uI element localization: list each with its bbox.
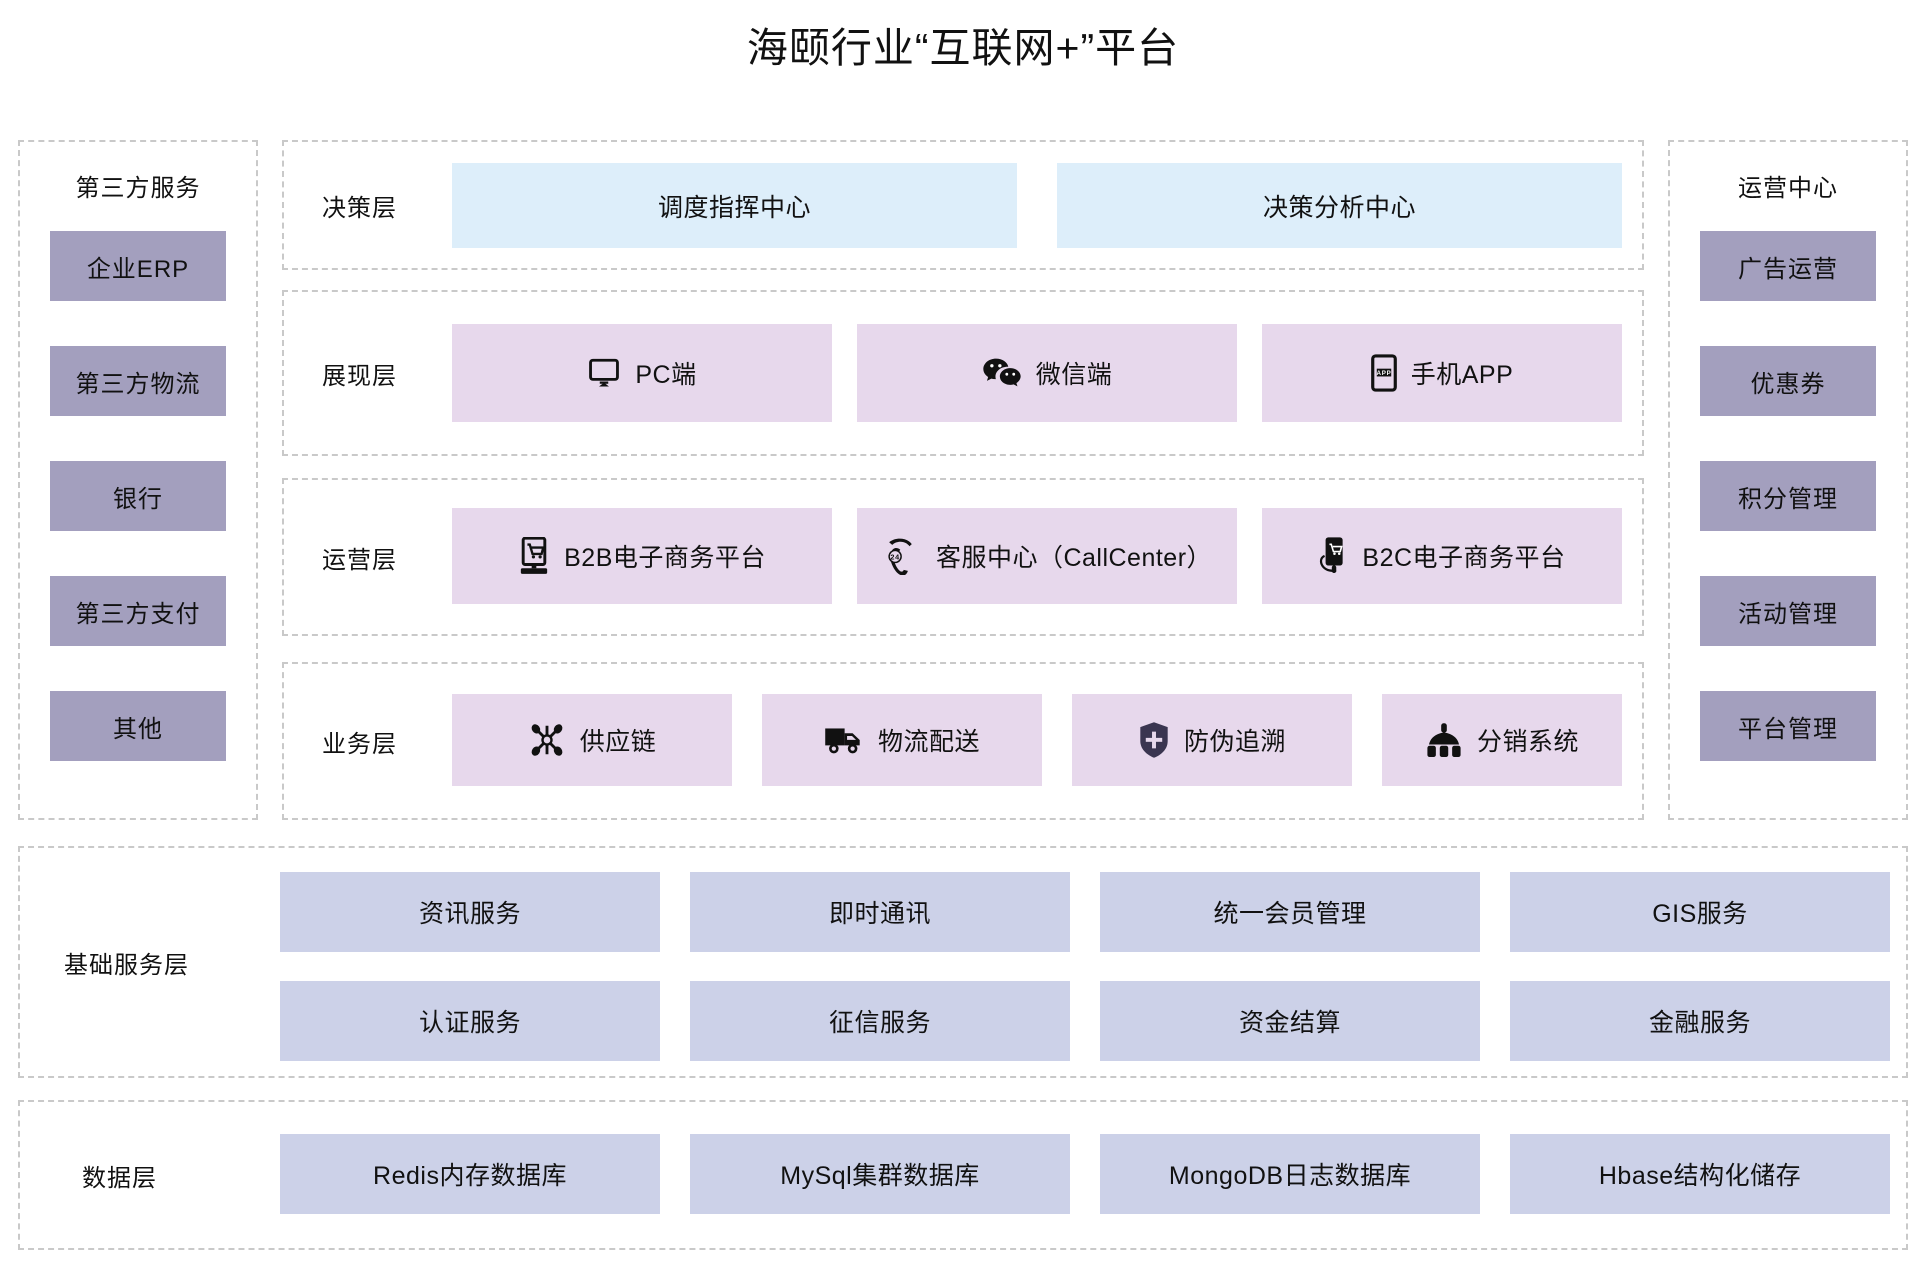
chip-credit-service[interactable]: 征信服务 <box>690 981 1070 1061</box>
third-party-service-panel: 第三方服务 企业ERP 第三方物流 银行 第三方支付 其他 <box>18 140 258 820</box>
sidebar-item-activity-management[interactable]: 活动管理 <box>1700 576 1876 646</box>
sidebar-item-label: 企业ERP <box>86 255 190 283</box>
chip-label: 微信端 <box>1035 361 1113 389</box>
chip-label: 物流配送 <box>877 728 980 756</box>
business-layer-container: 业务层 供应链 <box>282 662 1644 820</box>
chip-mysql-cluster-db[interactable]: MySql集群数据库 <box>690 1134 1070 1214</box>
chip-label: 金融服务 <box>1648 1009 1751 1037</box>
chip-label: 手机APP <box>1410 361 1514 389</box>
sidebar-item-enterprise-erp[interactable]: 企业ERP <box>50 231 226 301</box>
sidebar-item-third-party-payment[interactable]: 第三方支付 <box>50 576 226 646</box>
chip-wechat-client[interactable]: 微信端 <box>857 324 1237 422</box>
sidebar-item-label: 广告运营 <box>1738 255 1838 283</box>
chip-label: Hbase结构化储存 <box>1598 1162 1802 1190</box>
sidebar-item-label: 第三方物流 <box>75 370 201 398</box>
decision-layer-label: 决策层 <box>322 194 397 222</box>
chip-label: 认证服务 <box>418 1009 521 1037</box>
sidebar-item-points-management[interactable]: 积分管理 <box>1700 461 1876 531</box>
chip-hbase-structured-storage[interactable]: Hbase结构化储存 <box>1510 1134 1890 1214</box>
sidebar-item-label: 第三方支付 <box>75 600 201 628</box>
sidebar-item-coupon[interactable]: 优惠券 <box>1700 346 1876 416</box>
mobile-app-icon: APP <box>1370 354 1397 392</box>
sidebar-item-third-party-logistics[interactable]: 第三方物流 <box>50 346 226 416</box>
presentation-layer-label: 展现层 <box>322 362 397 390</box>
distribution-tree-icon <box>1425 722 1463 758</box>
chip-mongodb-log-db[interactable]: MongoDB日志数据库 <box>1100 1134 1480 1214</box>
svg-text:APP: APP <box>1376 370 1391 377</box>
presentation-layer-container: 展现层 PC端 <box>282 290 1644 456</box>
shopping-cart-desktop-icon <box>518 537 550 575</box>
monitor-icon <box>587 356 621 390</box>
chip-instant-messaging[interactable]: 即时通讯 <box>690 872 1070 952</box>
chip-label: 分销系统 <box>1476 728 1579 756</box>
chip-dispatch-command-center[interactable]: 调度指挥中心 <box>452 163 1017 248</box>
sidebar-item-label: 其他 <box>113 715 163 743</box>
chip-authentication-service[interactable]: 认证服务 <box>280 981 660 1061</box>
sidebar-item-ad-operation[interactable]: 广告运营 <box>1700 231 1876 301</box>
chip-label: GIS服务 <box>1652 900 1748 928</box>
chip-call-center[interactable]: 24 客服中心（CallCenter） <box>857 508 1237 604</box>
chip-label: Redis内存数据库 <box>373 1162 567 1190</box>
chip-gis-service[interactable]: GIS服务 <box>1510 872 1890 952</box>
sidebar-item-label: 银行 <box>113 485 163 513</box>
chip-b2c-ecommerce-platform[interactable]: B2C电子商务平台 <box>1262 508 1622 604</box>
basic-service-layer-container: 基础服务层 资讯服务 即时通讯 统一会员管理 GIS服务 认证服务 征信服务 资… <box>18 846 1908 1078</box>
chip-anti-counterfeit-trace[interactable]: 防伪追溯 <box>1072 694 1352 786</box>
sidebar-item-label: 平台管理 <box>1738 715 1838 743</box>
sidebar-item-label: 优惠券 <box>1750 370 1826 398</box>
page-title: 海颐行业“互联网+”平台 <box>746 25 1180 71</box>
chip-label: B2C电子商务平台 <box>1362 544 1566 572</box>
chip-label: 调度指挥中心 <box>657 193 811 222</box>
chip-supply-chain[interactable]: 供应链 <box>452 694 732 786</box>
basic-service-layer-label: 基础服务层 <box>64 951 189 979</box>
wechat-icon <box>982 356 1022 390</box>
shield-icon <box>1138 721 1170 759</box>
third-party-service-header: 第三方服务 <box>75 175 201 202</box>
chip-label: 供应链 <box>579 728 657 756</box>
decision-layer-container: 决策层 调度指挥中心 决策分析中心 <box>282 140 1644 270</box>
data-layer-container: 数据层 Redis内存数据库 MySql集群数据库 MongoDB日志数据库 H… <box>18 1100 1908 1250</box>
chip-news-service[interactable]: 资讯服务 <box>280 872 660 952</box>
sidebar-item-bank[interactable]: 银行 <box>50 461 226 531</box>
data-layer-label: 数据层 <box>82 1164 157 1192</box>
chip-b2b-ecommerce-platform[interactable]: B2B电子商务平台 <box>452 508 832 604</box>
chip-financial-service[interactable]: 金融服务 <box>1510 981 1890 1061</box>
chip-label: 防伪追溯 <box>1183 728 1286 756</box>
chip-label: B2B电子商务平台 <box>564 544 766 572</box>
chip-label: 统一会员管理 <box>1213 900 1367 928</box>
chip-pc-client[interactable]: PC端 <box>452 324 832 422</box>
chip-fund-settlement[interactable]: 资金结算 <box>1100 981 1480 1061</box>
svg-text:24: 24 <box>890 553 900 562</box>
chip-label: 资金结算 <box>1238 1009 1341 1037</box>
supply-chain-nodes-icon <box>528 721 566 759</box>
chip-label: 征信服务 <box>828 1009 931 1037</box>
sidebar-item-platform-management[interactable]: 平台管理 <box>1700 691 1876 761</box>
chip-redis-memory-db[interactable]: Redis内存数据库 <box>280 1134 660 1214</box>
mobile-cart-icon <box>1318 536 1348 576</box>
sidebar-item-other[interactable]: 其他 <box>50 691 226 761</box>
chip-label: PC端 <box>635 361 697 389</box>
operation-center-header: 运营中心 <box>1738 175 1838 202</box>
business-layer-label: 业务层 <box>322 730 397 758</box>
chip-label: 资讯服务 <box>418 900 521 928</box>
truck-icon <box>824 724 864 756</box>
chip-label: MySql集群数据库 <box>780 1162 980 1190</box>
chip-logistics-delivery[interactable]: 物流配送 <box>762 694 1042 786</box>
chip-label: 决策分析中心 <box>1262 193 1416 222</box>
phone-24h-icon: 24 <box>882 537 922 575</box>
chip-decision-analysis-center[interactable]: 决策分析中心 <box>1057 163 1622 248</box>
chip-mobile-app[interactable]: APP 手机APP <box>1262 324 1622 422</box>
sidebar-item-label: 活动管理 <box>1738 600 1838 628</box>
operation-center-panel: 运营中心 广告运营 优惠券 积分管理 活动管理 平台管理 <box>1668 140 1908 820</box>
chip-unified-member-management[interactable]: 统一会员管理 <box>1100 872 1480 952</box>
chip-label: 即时通讯 <box>828 900 931 928</box>
chip-distribution-system[interactable]: 分销系统 <box>1382 694 1622 786</box>
chip-label: MongoDB日志数据库 <box>1168 1162 1412 1190</box>
operation-layer-container: 运营层 B2B电子商务平台 <box>282 478 1644 636</box>
chip-label: 客服中心（CallCenter） <box>935 544 1213 572</box>
operation-layer-label: 运营层 <box>322 546 397 574</box>
sidebar-item-label: 积分管理 <box>1738 485 1838 513</box>
